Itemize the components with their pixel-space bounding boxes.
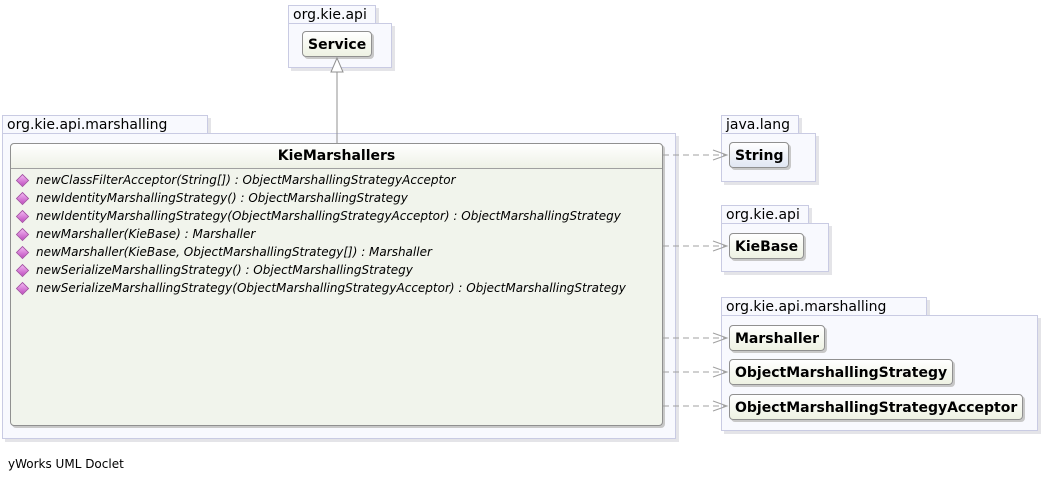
class-service[interactable]: Service <box>302 31 373 57</box>
method-signature: newMarshaller(KieBase) : Marshaller <box>36 227 256 241</box>
class-title: KieMarshallers <box>11 144 662 169</box>
inheritance-arrowhead <box>330 56 344 73</box>
method-item[interactable]: newIdentityMarshallingStrategy() : Objec… <box>11 189 662 207</box>
method-item[interactable]: newSerializeMarshallingStrategy(ObjectMa… <box>11 279 662 297</box>
method-item[interactable]: newMarshaller(KieBase, ObjectMarshalling… <box>11 243 662 261</box>
package-name: java.lang <box>721 115 800 134</box>
class-marshaller[interactable]: Marshaller <box>729 325 826 351</box>
package-name: org.kie.api <box>721 205 809 224</box>
package-name: org.kie.api <box>288 5 376 24</box>
method-signature: newMarshaller(KieBase, ObjectMarshalling… <box>36 245 432 259</box>
method-item[interactable]: newSerializeMarshallingStrategy() : Obje… <box>11 261 662 279</box>
dependency-arrowhead-acceptor <box>712 400 729 412</box>
class-objectmarshallingstrategy[interactable]: ObjectMarshallingStrategy <box>729 359 954 385</box>
method-item[interactable]: newIdentityMarshallingStrategy(ObjectMar… <box>11 207 662 225</box>
method-list: newClassFilterAcceptor(String[]) : Objec… <box>11 169 662 297</box>
dependency-arrowhead-string <box>712 149 729 161</box>
dependency-arrowhead-kiebase <box>712 240 729 252</box>
dependency-arrowhead-marshaller <box>712 332 729 344</box>
dependency-arrowhead-strategy <box>712 366 729 378</box>
method-signature: newSerializeMarshallingStrategy() : Obje… <box>36 263 413 277</box>
method-signature: newIdentityMarshallingStrategy() : Objec… <box>36 191 408 205</box>
method-signature: newSerializeMarshallingStrategy(ObjectMa… <box>36 281 626 295</box>
class-kiebase[interactable]: KieBase <box>729 233 805 259</box>
method-signature: newClassFilterAcceptor(String[]) : Objec… <box>36 173 456 187</box>
method-item[interactable]: newMarshaller(KieBase) : Marshaller <box>11 225 662 243</box>
class-string[interactable]: String <box>729 142 790 168</box>
class-objectmarshallingstrategyacceptor[interactable]: ObjectMarshallingStrategyAcceptor <box>729 394 1024 420</box>
footer-credit: yWorks UML Doclet <box>8 457 124 471</box>
package-name: org.kie.api.marshalling <box>2 115 208 134</box>
method-signature: newIdentityMarshallingStrategy(ObjectMar… <box>36 209 621 223</box>
method-item[interactable]: newClassFilterAcceptor(String[]) : Objec… <box>11 171 662 189</box>
class-kiemarshallers[interactable]: KieMarshallers newClassFilterAcceptor(St… <box>10 143 663 426</box>
package-name: org.kie.api.marshalling <box>721 297 927 316</box>
